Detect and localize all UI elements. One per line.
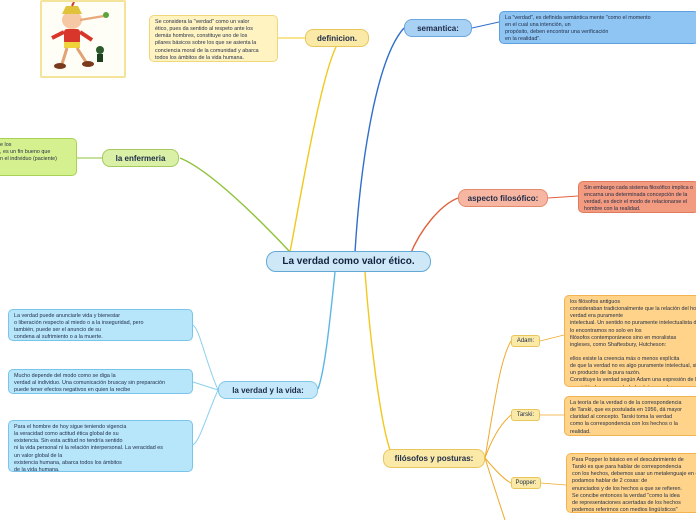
sub-adam[interactable]: Adam: <box>511 335 540 347</box>
note-vida-2: Mucho depende del modo como se diga la v… <box>8 369 193 394</box>
note-adam: los filósofos antiguos consideraban trad… <box>564 295 696 387</box>
pinocchio-icon <box>51 1 109 69</box>
branch-semantica[interactable]: semantica: <box>404 19 472 37</box>
note-popper: Para Popper lo básico en el descubrimien… <box>566 453 696 513</box>
note-definicion: Se considera la "verdad" como un valor é… <box>149 15 278 62</box>
branch-filosofos-posturas[interactable]: filósofos y posturas: <box>383 449 485 468</box>
branch-aspecto-filosofico[interactable]: aspecto filosófico: <box>458 189 548 207</box>
central-topic[interactable]: La verdad como valor ético. <box>266 251 431 272</box>
branch-definicion[interactable]: definicion. <box>305 29 369 47</box>
note-tarski: La teoría de la verdad o de la correspon… <box>564 396 696 436</box>
note-semantica: La "verdad", es definida semántica mente… <box>499 11 696 44</box>
note-vida-3: Para el hombre de hoy sigue teniendo vig… <box>8 420 193 472</box>
sub-tarski[interactable]: Tarski: <box>511 409 540 421</box>
branch-enfermeria[interactable]: la enfermeria <box>102 149 179 167</box>
pinocchio-illustration <box>40 0 126 78</box>
branch-verdad-y-vida[interactable]: la verdad y la vida: <box>218 381 318 399</box>
note-enfermeria: e los , es un fin bueno que n el individ… <box>0 138 77 176</box>
note-vida-1: La verdad puede anunciarle vida y bienes… <box>8 309 193 341</box>
note-aspecto-filosofico: Sin embargo cada sistema filosófico impl… <box>578 181 696 213</box>
sub-popper[interactable]: Popper: <box>511 477 541 489</box>
